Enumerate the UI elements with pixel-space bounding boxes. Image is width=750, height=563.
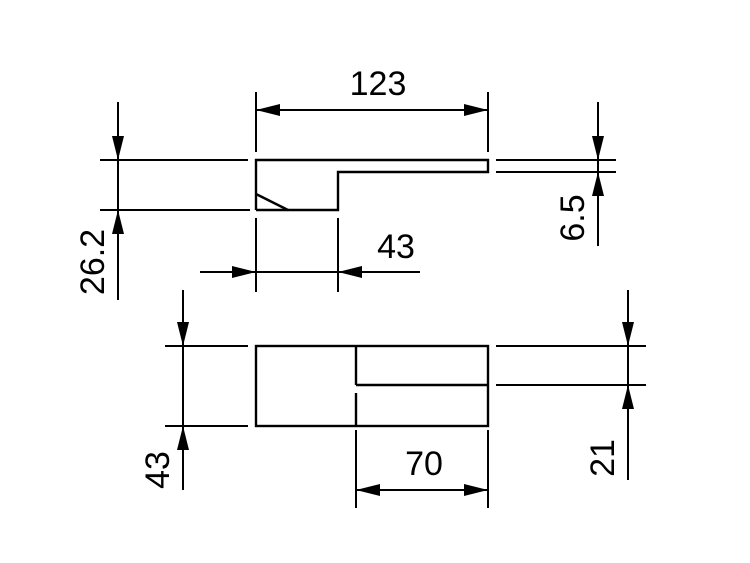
dimension-base-height: 43 [139, 290, 189, 490]
extension-lines-bottom [165, 345, 646, 508]
label-lever-height: 26.2 [74, 229, 112, 295]
label-grip-length: 43 [377, 228, 415, 266]
lever-profile [254, 158, 490, 212]
label-top-thickness: 6.5 [554, 194, 592, 241]
label-step-height: 21 [584, 439, 622, 477]
dimension-step-height: 21 [584, 290, 634, 480]
label-overall-length: 123 [350, 65, 407, 103]
dimension-overall-length: 123 [256, 65, 488, 116]
label-base-height: 43 [139, 451, 177, 489]
extension-lines-top [100, 92, 616, 292]
dimension-grip-length: 43 [200, 228, 420, 278]
base-profile [254, 344, 490, 428]
dimension-top-thickness: 6.5 [554, 102, 604, 246]
dimension-base-width: 70 [356, 445, 488, 496]
dimension-lever-height: 26.2 [74, 102, 124, 300]
label-base-width: 70 [405, 445, 443, 483]
